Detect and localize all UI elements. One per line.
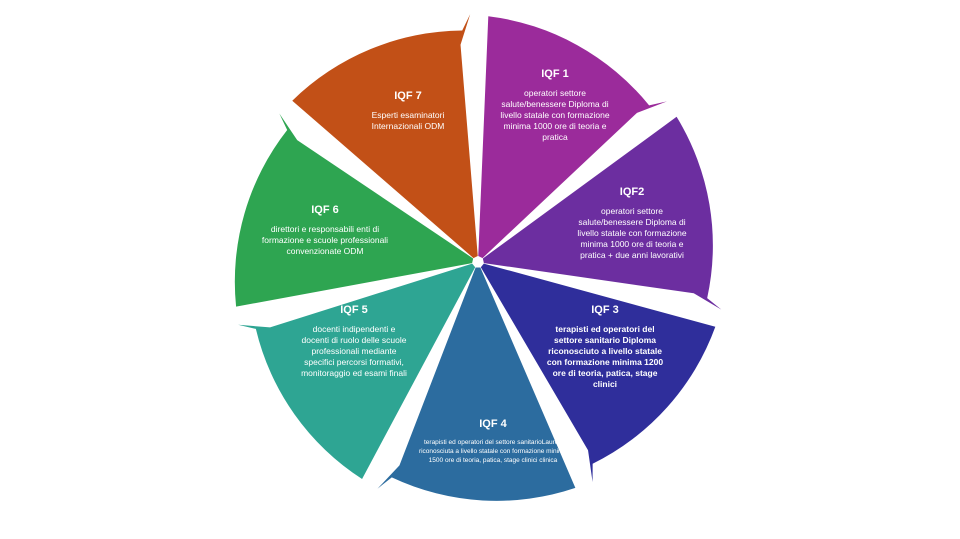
segment-title: IQF 6 bbox=[311, 204, 339, 216]
segment-title: IQF 7 bbox=[394, 90, 422, 102]
label-iqf-1: IQF 1 operatori settore salute/benessere… bbox=[496, 68, 614, 143]
label-iqf-4: IQF 4 terapisti ed operatori del settore… bbox=[418, 418, 568, 465]
segment-iqf-1 bbox=[478, 16, 667, 259]
segment-title: IQF 1 bbox=[541, 68, 569, 80]
segment-iqf-6 bbox=[234, 113, 474, 307]
segment-iqf-7 bbox=[292, 14, 478, 259]
label-iqf-5: IQF 5 docenti indipendenti e docenti di … bbox=[298, 304, 410, 379]
segment-description: direttori e responsabili enti di formazi… bbox=[261, 224, 389, 256]
segment-description: operatori settore salute/benessere Diplo… bbox=[500, 88, 610, 142]
segment-description: terapisti ed operatori del settore sanit… bbox=[418, 439, 568, 464]
segment-description: operatori settore salute/benessere Diplo… bbox=[577, 206, 687, 260]
segment-title: IQF2 bbox=[619, 186, 645, 198]
label-iqf-3: IQF 3 terapisti ed operatori del settore… bbox=[546, 304, 664, 390]
segment-title: IQF 5 bbox=[340, 304, 368, 316]
label-iqf-2: IQF2 operatori settore salute/benessere … bbox=[568, 186, 696, 261]
label-iqf-7: IQF 7 Esperti esaminatori Internazionali… bbox=[356, 90, 460, 132]
segment-iqf-2 bbox=[482, 116, 722, 310]
segment-iqf-3 bbox=[480, 263, 716, 482]
segment-title: IQF 3 bbox=[591, 304, 619, 316]
segment-title: IQF 4 bbox=[479, 418, 507, 430]
segment-description: Esperti esaminatori Internazionali ODM bbox=[371, 110, 445, 131]
label-iqf-6: IQF 6 direttori e responsabili enti di f… bbox=[258, 204, 392, 257]
segment-description: terapisti ed operatori del settore sanit… bbox=[546, 324, 664, 389]
segment-iqf-4 bbox=[377, 267, 576, 501]
segment-description: docenti indipendenti e docenti di ruolo … bbox=[301, 324, 407, 378]
segment-iqf-5 bbox=[238, 263, 476, 479]
